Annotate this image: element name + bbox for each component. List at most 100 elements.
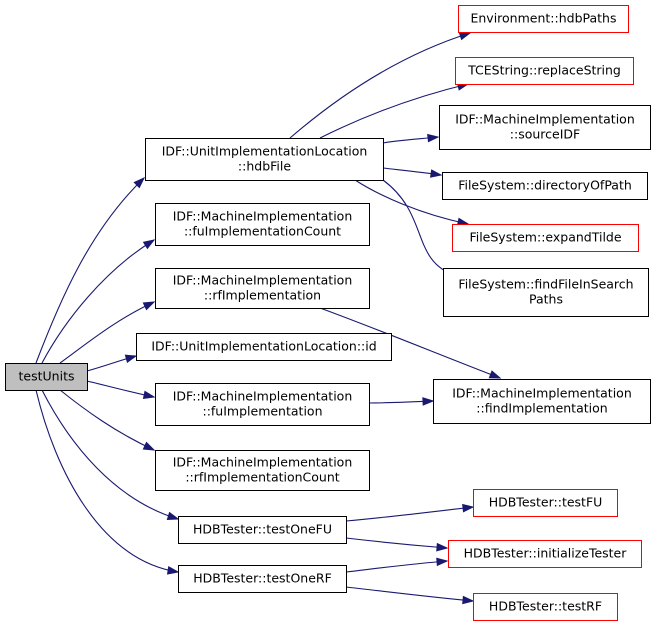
node-label-line: ::hdbFile [238,159,291,174]
edge-test_units-to-fu_implementation [86,380,156,400]
node-box [155,450,370,491]
edge-test_one_fu-to-initialize_tester [345,537,449,552]
edge-line [35,177,145,364]
node-expand-tilde[interactable]: FileSystem::expandTilde [452,224,639,252]
node-box [448,540,642,568]
edge-line [41,389,179,520]
node-label-line: ::fuImplementationCount [184,224,341,239]
arrowhead-icon [142,441,156,451]
node-box [145,138,384,181]
node-replace-string[interactable]: TCEString::replaceString [455,57,634,85]
node-box [155,203,370,246]
node-box [473,593,618,621]
edge-hdb_file-to-source_idf [382,133,440,144]
node-test-one-fu[interactable]: HDBTester::testOneFU [178,516,347,544]
node-label-line: Environment::hdbPaths [470,11,616,26]
node-find-implementation[interactable]: IDF::MachineImplementation::findImplemen… [433,379,651,424]
node-label-line: IDF::MachineImplementation [455,112,635,127]
arrowhead-icon [142,301,156,311]
node-label-line: HDBTester::testRF [489,599,602,614]
node-label-line: HDBTester::testOneRF [193,571,332,586]
node-hdb-file[interactable]: IDF::UnitImplementationLocation::hdbFile [145,138,384,181]
node-box [178,516,347,544]
node-label-line: testUnits [19,369,75,384]
edge-test_units-to-rf_implementation [59,301,156,364]
edge-test_units-to-test_one_rf [35,389,180,575]
edge-line [319,83,469,139]
node-box [439,105,651,150]
node-label-line: FileSystem::findFileInSearch [458,277,633,292]
node-label-line: IDF::MachineImplementation [173,389,353,404]
node-hdb-paths[interactable]: Environment::hdbPaths [458,5,629,33]
edge-line [59,389,155,451]
node-label-line: HDBTester::testFU [489,495,603,510]
arrowhead-icon [166,566,180,575]
edge-test_one_rf-to-test_rf [345,586,475,605]
edge-hdb_file-to-directory_of_path [382,167,443,178]
node-label-line: ::fuImplementation [202,404,322,419]
node-box [458,5,629,33]
node-label-line: IDF::UnitImplementationLocation::id [151,339,376,354]
node-box [443,268,649,317]
node-box [5,363,88,391]
arrowhead-icon [427,133,440,143]
node-unit-loc-id[interactable]: IDF::UnitImplementationLocation::id [136,333,392,361]
edge-test_one_rf-to-initialize_tester [345,557,449,573]
node-fu-implementation[interactable]: IDF::MachineImplementation::fuImplementa… [155,383,370,426]
edge-hdb_file-to-expand_tilde [354,179,470,227]
edge-line [345,586,474,602]
edge-line [41,239,155,364]
edge-line [382,179,457,277]
node-label-line: TCEString::replaceString [467,63,621,78]
node-box [433,379,651,424]
edge-line [345,560,448,573]
edge-line [35,389,179,573]
node-label-line: ::findImplementation [476,401,607,416]
node-label-line: FileSystem::directoryOfPath [458,178,632,193]
node-initialize-tester[interactable]: HDBTester::initializeTester [448,540,642,568]
node-fu-impl-count[interactable]: IDF::MachineImplementation::fuImplementa… [155,203,370,246]
node-box [178,565,347,593]
node-directory-of-path[interactable]: FileSystem::directoryOfPath [442,172,648,200]
node-rf-impl-count[interactable]: IDF::MachineImplementation::rfImplementa… [155,450,370,491]
edge-line [319,307,501,379]
node-label-line: HDBTester::testOneFU [193,522,332,537]
node-label-line: IDF::UnitImplementationLocation [162,144,368,159]
node-test-fu[interactable]: HDBTester::testFU [473,489,618,517]
node-box [455,57,634,85]
nodes-layer: testUnits IDF::UnitImplementationLocation… [5,5,651,621]
node-test-rf[interactable]: HDBTester::testRF [473,593,618,621]
arrowhead-icon [422,397,435,406]
node-label-line: ::rfImplementation [204,288,321,303]
arrowhead-icon [458,32,472,41]
node-label-line: ::sourceIDF [510,127,580,142]
node-box [136,333,392,361]
edges-layer [35,32,502,605]
arrowhead-icon [436,542,449,552]
node-label-line: HDBTester::initializeTester [464,546,628,561]
node-source-idf[interactable]: IDF::MachineImplementation::sourceIDF [439,105,651,150]
arrowhead-icon [166,511,180,521]
node-test-units[interactable]: testUnits [5,363,88,391]
edge-line [345,537,448,549]
node-box [442,172,648,200]
node-box [452,224,639,252]
arrowhead-icon [124,354,138,363]
arrowhead-icon [436,557,449,567]
edge-fu_implementation-to-find_implementation [368,397,435,406]
node-rf-implementation[interactable]: IDF::MachineImplementation::rfImplementa… [155,268,370,309]
edge-test_one_fu-to-test_fu [345,503,475,522]
arrowhead-icon [133,176,146,189]
node-box [473,489,618,517]
edge-test_units-to-unit_loc_id [86,354,138,372]
node-label-line: Paths [529,292,563,307]
node-test-one-rf[interactable]: HDBTester::testOneRF [178,565,347,593]
arrowhead-icon [488,370,502,379]
node-label-line: ::rfImplementationCount [185,470,339,485]
edge-test_units-to-hdb_file [35,176,146,364]
arrowhead-icon [429,169,443,178]
edge-rf_implementation-to-find_implementation [319,307,502,379]
arrowhead-icon [462,595,475,605]
